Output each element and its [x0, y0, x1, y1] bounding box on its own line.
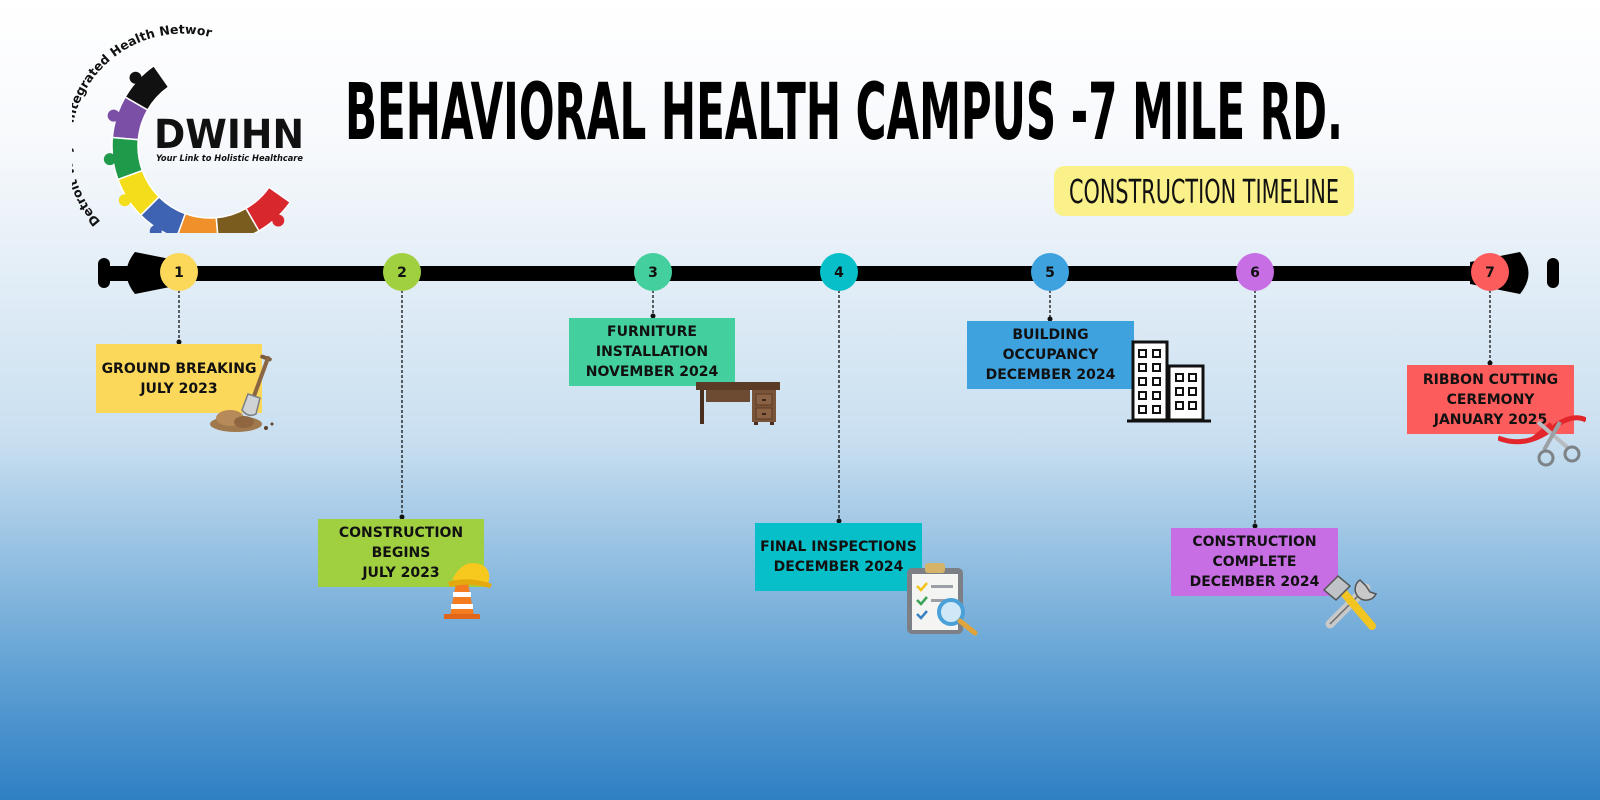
milestone-marker	[820, 253, 858, 291]
milestone-text: OCCUPANCY	[1002, 347, 1099, 363]
milestone-card-5: BUILDING OCCUPANCY DECEMBER 2024	[967, 321, 1134, 389]
milestone-text: BEGINS	[371, 545, 431, 561]
milestone-number: 3	[648, 265, 658, 281]
milestone-marker	[160, 253, 198, 291]
milestone-marker	[634, 253, 672, 291]
connector-dot	[836, 518, 842, 524]
milestone-card-6: CONSTRUCTION COMPLETE DECEMBER 2024	[1171, 528, 1338, 596]
puzzle-knob	[118, 194, 131, 207]
milestone-marker	[1031, 253, 1069, 291]
milestone-text: FURNITURE	[607, 324, 697, 340]
subtitle-badge: CONSTRUCTION TIMELINE	[1054, 166, 1354, 216]
milestone-card-7: RIBBON CUTTING CEREMONY JANUARY 2025	[1407, 365, 1574, 434]
milestone-date: JULY 2023	[140, 380, 218, 397]
milestone-number: 2	[397, 265, 407, 281]
right-bar-end	[1547, 258, 1559, 288]
svg-text:BEHAVIORAL HEALTH CAMPUS -7 MI: BEHAVIORAL HEALTH CAMPUS -7 MILE RD.	[345, 68, 1343, 158]
milestone-marker	[1236, 253, 1274, 291]
tools-icon	[1322, 574, 1378, 630]
scissors-ribbon-icon	[1498, 415, 1586, 467]
milestone-text: FINAL INSPECTIONS	[760, 539, 917, 555]
milestone-number: 4	[834, 265, 844, 281]
milestone-number: 6	[1250, 265, 1260, 281]
left-bar-end	[98, 258, 110, 288]
milestone-card-1: GROUND BREAKING JULY 2023	[96, 344, 262, 413]
milestone-date: DECEMBER 2024	[985, 367, 1116, 383]
subtitle-text: CONSTRUCTION TIMELINE	[1069, 172, 1339, 211]
milestone-date: DECEMBER 2024	[1189, 574, 1320, 590]
connector-dot	[1252, 523, 1258, 529]
milestone-card-3: FURNITURE INSTALLATION NOVEMBER 2024	[569, 318, 735, 386]
milestone-card-2: CONSTRUCTION BEGINS JULY 2023	[318, 519, 484, 587]
clipboard-icon	[907, 563, 978, 636]
puzzle-knob	[103, 153, 116, 166]
connector-dot	[1047, 316, 1053, 322]
puzzle-arc-icon	[103, 64, 292, 233]
milestone-text: BUILDING	[1012, 327, 1089, 343]
logo-tagline: Your Link to Holistic Healthcare	[156, 154, 303, 164]
connector-lines	[176, 290, 1493, 529]
milestone-number: 5	[1045, 265, 1055, 281]
page-title: BEHAVIORAL HEALTH CAMPUS -7 MILE RD.	[345, 68, 1343, 158]
building-icon	[1127, 340, 1211, 423]
milestone-text: RIBBON CUTTING	[1422, 371, 1559, 388]
logo-name: DWIHN	[154, 112, 304, 158]
milestone-date: JULY 2023	[362, 565, 440, 581]
milestone-number: 7	[1485, 265, 1495, 281]
puzzle-knob	[149, 225, 162, 233]
milestone-date: NOVEMBER 2024	[585, 364, 719, 380]
milestone-text: COMPLETE	[1212, 554, 1297, 570]
milestone-marker	[1471, 253, 1509, 291]
hardhat-cone-icon	[444, 563, 492, 619]
milestone-text: INSTALLATION	[595, 344, 709, 360]
puzzle-knob	[272, 214, 285, 227]
milestone-markers: 1 2 3 4 5 6 7	[160, 253, 1509, 291]
milestone-text: CONSTRUCTION	[1192, 534, 1317, 550]
milestone-text: CONSTRUCTION	[338, 525, 464, 541]
connector-dot	[1487, 360, 1493, 366]
puzzle-knob	[129, 71, 142, 84]
milestone-marker	[383, 253, 421, 291]
milestone-date: JANUARY 2025	[1433, 411, 1548, 428]
milestone-card-4: FINAL INSPECTIONS DECEMBER 2024	[755, 523, 922, 591]
milestone-text: GROUND BREAKING	[101, 360, 257, 377]
milestone-number: 1	[174, 265, 184, 281]
connector-dot	[399, 514, 405, 520]
desk-icon	[696, 382, 780, 425]
connector-dot	[176, 339, 182, 345]
shovel-icon	[210, 354, 274, 432]
puzzle-piece	[244, 186, 292, 232]
puzzle-knob	[107, 109, 120, 122]
milestone-date: DECEMBER 2024	[773, 559, 904, 575]
dwihn-logo: Detroit Wayne Integrated Health Network …	[72, 18, 304, 233]
milestone-text: CEREMONY	[1446, 391, 1535, 408]
connector-dot	[650, 313, 656, 319]
